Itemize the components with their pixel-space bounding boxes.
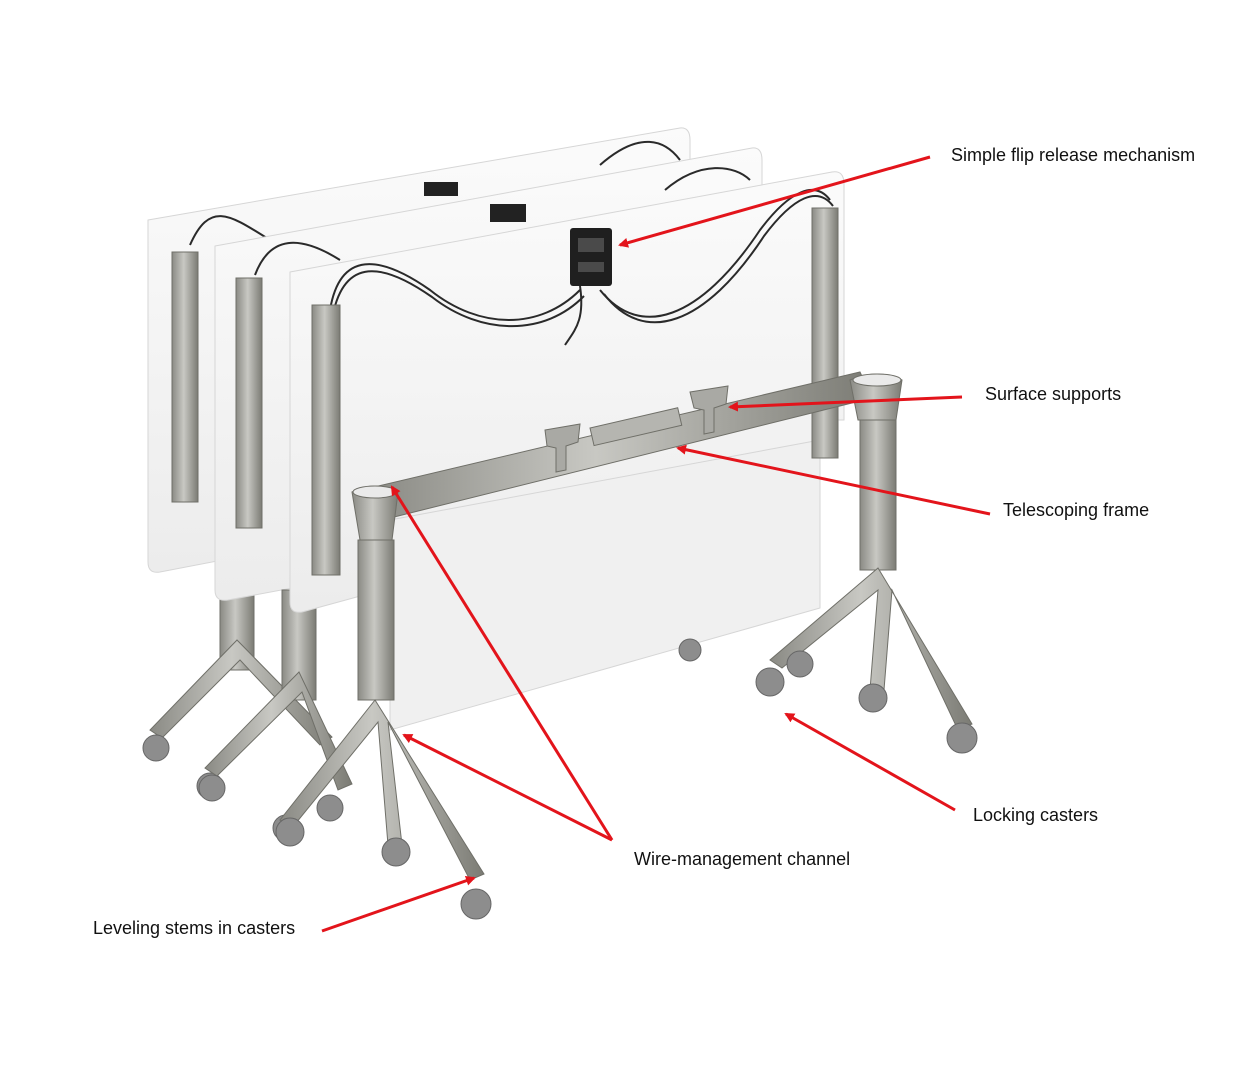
surface-supports	[544, 385, 729, 473]
label-telescoping-frame: Telescoping frame	[1003, 500, 1150, 520]
label-locking-casters: Locking casters	[973, 805, 1099, 825]
hinge-rail-right	[811, 207, 839, 459]
flip-release-mechanism	[570, 228, 612, 286]
hinge-rail-left	[311, 304, 341, 576]
arrow-locking-casters	[784, 712, 956, 812]
arrow-wire-channel-leg	[402, 733, 613, 842]
arrow-surface-supports	[728, 395, 963, 412]
label-leveling-stems: Leveling stems in casters	[93, 918, 296, 938]
arrow-flip-release	[618, 155, 931, 248]
table-front	[275, 171, 978, 920]
arrow-leveling-stems	[321, 875, 476, 933]
callout-arrows	[321, 155, 991, 933]
label-flip-release: Simple flip release mechanism	[951, 145, 1196, 165]
flip-release-mechanism-back	[424, 182, 458, 196]
flip-release-mechanism-middle	[490, 204, 526, 222]
locking-caster	[755, 667, 785, 697]
arrow-telescoping-frame	[676, 444, 991, 516]
label-wire-channel: Wire-management channel	[634, 849, 851, 869]
arrow-wire-channel-top	[390, 485, 614, 841]
leveling-caster	[460, 888, 492, 920]
leg-front-right	[678, 373, 978, 754]
label-surface-supports: Surface supports	[985, 384, 1122, 404]
leg-front-left	[275, 485, 492, 920]
